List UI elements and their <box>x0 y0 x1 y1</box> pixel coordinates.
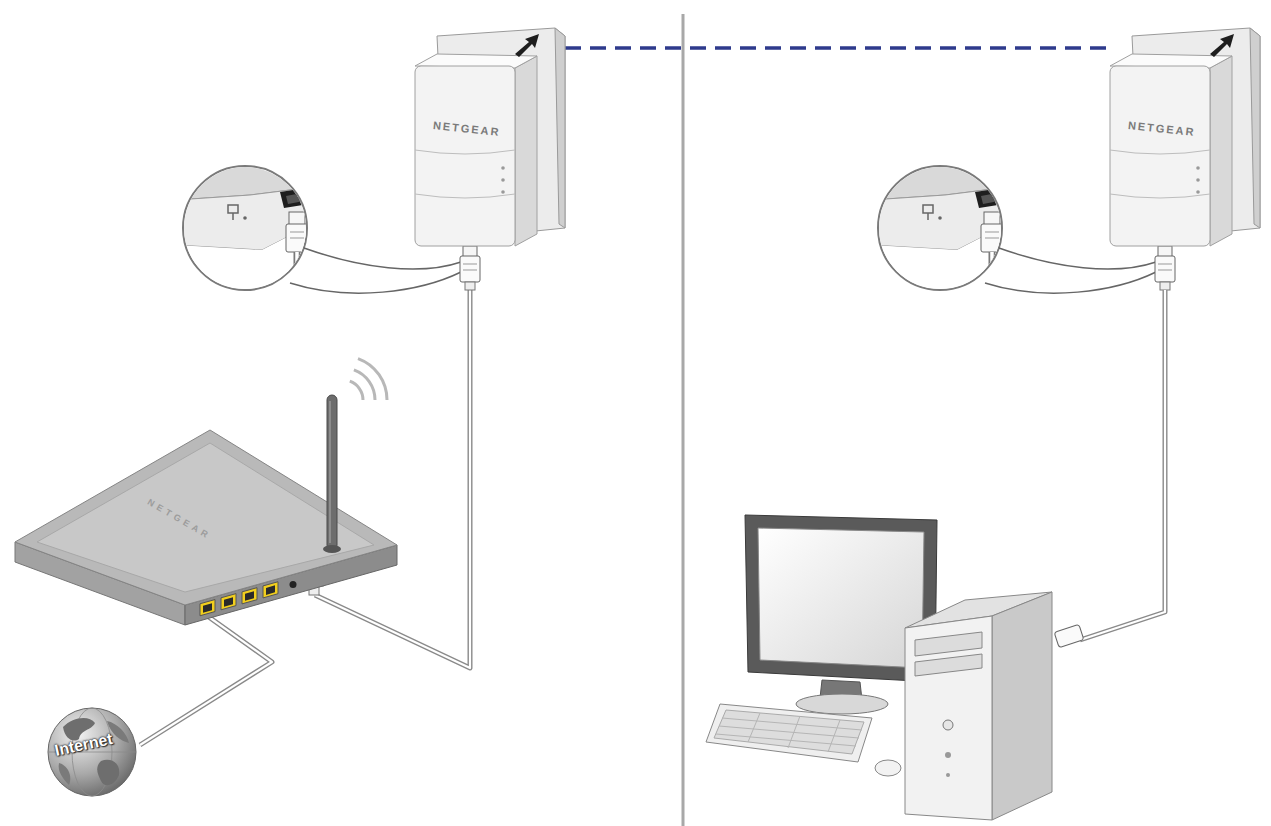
cable-highlight <box>315 250 470 668</box>
powerline-adapter-part <box>501 190 505 194</box>
powerline-link <box>565 48 1110 49</box>
ethernet-plug <box>460 246 480 290</box>
desktop-computer <box>943 720 953 730</box>
desktop-computer <box>915 632 982 656</box>
desktop-computer <box>946 773 950 777</box>
powerline-adapter: NETGEAR <box>1110 28 1260 250</box>
desktop-computer <box>875 760 901 776</box>
wireless-router-part <box>350 381 363 400</box>
internet-globe: Internet <box>45 705 140 800</box>
desktop-computer <box>796 694 888 714</box>
desktop-computer <box>758 528 924 668</box>
powerline-adapter-outline <box>1110 28 1260 250</box>
powerline-adapter-part <box>501 166 505 170</box>
wireless-router-part <box>263 582 278 598</box>
wireless-router-part <box>37 443 374 592</box>
desktop-computer <box>706 515 1052 820</box>
wireless-router-part <box>203 603 212 613</box>
powerline-adapter-outline <box>415 28 565 250</box>
ethernet-cable <box>315 250 470 668</box>
powerline-adapter-part <box>1210 34 1234 57</box>
desktop-computer <box>992 592 1052 820</box>
desktop-computer <box>716 718 862 746</box>
powerline-adapter-part <box>1210 56 1232 246</box>
computer-plug <box>1054 624 1084 647</box>
powerline-adapter-part <box>501 178 505 182</box>
powerline-adapter-part <box>555 28 565 228</box>
powerline-adapter-part <box>1196 190 1200 194</box>
powerline-adapter-part <box>1250 28 1260 228</box>
desktop-computer <box>714 710 864 754</box>
wireless-router: NETGEAR <box>10 425 405 595</box>
wireless-router-part <box>221 594 236 610</box>
ethernet-cable <box>1080 290 1165 640</box>
internet-globe-part <box>48 708 136 796</box>
wireless-router-part <box>327 395 337 550</box>
desktop-computer <box>706 704 872 762</box>
powerline-link <box>565 46 1110 50</box>
computer-plug <box>1054 624 1084 647</box>
desktop-computer <box>915 654 982 676</box>
ethernet-cable <box>1080 290 1165 640</box>
powerline-adapter-part <box>1196 178 1200 182</box>
wireless-router-part <box>358 359 387 400</box>
wireless-router-part <box>242 588 257 604</box>
wireless-router-part <box>245 591 254 601</box>
desktop-computer <box>748 713 840 752</box>
powerline-adapter-part <box>415 66 515 246</box>
wireless-router-part <box>15 430 397 605</box>
powerline-adapter: NETGEAR <box>415 28 565 250</box>
powerline-adapter-part <box>515 34 539 57</box>
powerline-adapter-part <box>1196 166 1200 170</box>
internet-globe-part <box>59 763 71 785</box>
ethernet-cable <box>1080 290 1165 640</box>
desktop-computer <box>745 515 937 682</box>
powerline-adapter-part <box>1110 150 1210 198</box>
powerline-adapter-part <box>415 150 515 198</box>
desktop-computer <box>905 592 1052 628</box>
wireless-router-part <box>329 401 331 543</box>
desktop-computer <box>945 752 951 758</box>
powerline-adapter-part <box>515 56 537 246</box>
ethernet-plug <box>1155 246 1175 290</box>
wireless-router-part <box>323 545 341 553</box>
wireless-router-part <box>354 370 375 400</box>
wireless-router-part <box>290 581 297 588</box>
wireless-router-part <box>200 600 215 616</box>
divider-line <box>682 14 685 826</box>
wireless-router-part <box>224 597 233 607</box>
wireless-router-outline <box>10 425 405 595</box>
desktop-computer <box>905 616 992 820</box>
powerline-adapter-part <box>1110 66 1210 246</box>
internet-globe-part <box>97 760 119 785</box>
ethernet-cable <box>315 250 470 668</box>
wireless-router-part <box>266 585 275 595</box>
desktop-computer <box>820 680 862 700</box>
